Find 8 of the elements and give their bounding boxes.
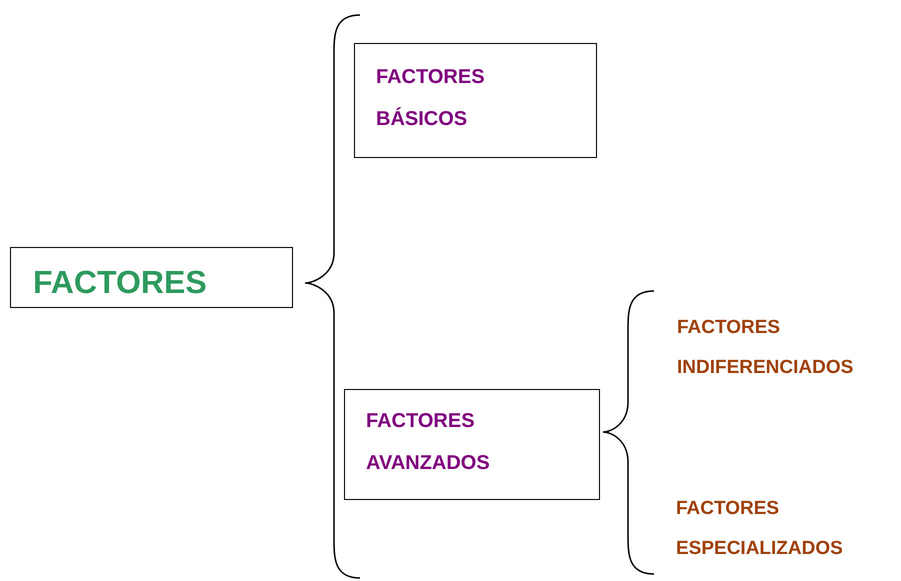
category-label: FACTORES AVANZADOS: [366, 409, 491, 476]
label-box: [344, 389, 600, 500]
label-box: [354, 43, 597, 158]
category-label: FACTORES BÁSICOS: [376, 65, 486, 132]
label-box: [10, 247, 293, 308]
category-label: FACTORES: [33, 264, 208, 300]
category-label: FACTORES INDIFERENCIADOS: [677, 316, 854, 380]
category-label: FACTORES ESPECIALIZADOS: [676, 497, 844, 561]
